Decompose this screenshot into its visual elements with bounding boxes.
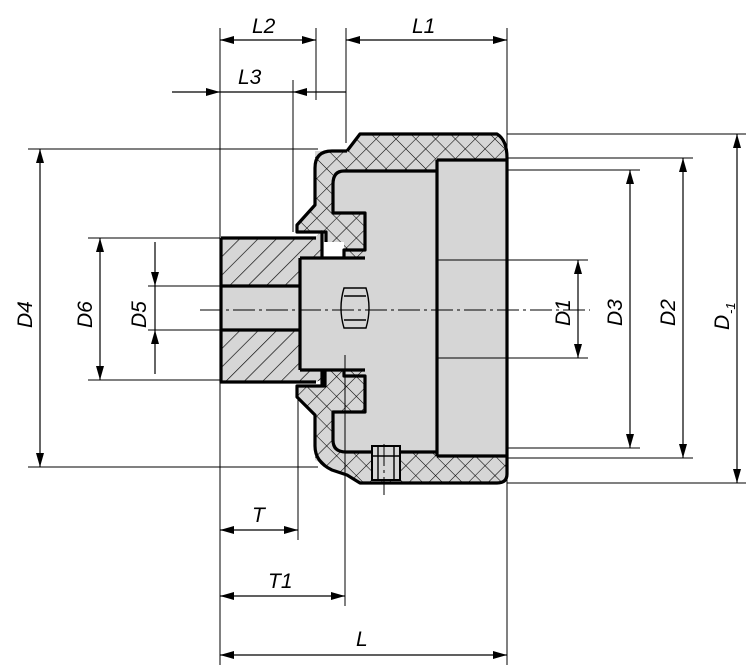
recess [437, 160, 507, 456]
label-d2: D2 [657, 299, 680, 326]
dimension-lines [36, 36, 741, 659]
label-t: T [252, 504, 267, 527]
label-t1: T1 [268, 570, 293, 593]
hub-outline [219, 236, 365, 384]
label-d-tolerance: -1 [723, 302, 738, 314]
label-d6: D6 [74, 301, 97, 328]
insert-inner [300, 258, 365, 370]
bore [221, 286, 300, 330]
extension-lines [28, 28, 746, 665]
knob-outline-top [295, 149, 347, 242]
part-section [219, 132, 509, 485]
label-l1: L1 [412, 15, 435, 38]
grub-screw [371, 445, 401, 481]
label-d1: D1 [552, 299, 575, 326]
insert-hub [221, 230, 322, 286]
label-l2: L2 [252, 15, 276, 38]
nut-symbol [340, 287, 370, 329]
label-l: L [356, 628, 368, 651]
label-d-tolerance-group: D -1 [711, 302, 738, 330]
insert-hub-lower [221, 330, 322, 382]
dimension-labels: L2 L1 L3 D4 D6 D5 D1 D3 D2 D -1 T T1 L [14, 15, 738, 651]
label-d4: D4 [14, 301, 37, 328]
label-d: D [711, 315, 734, 330]
cavity-outline [331, 158, 507, 458]
label-l3: L3 [238, 66, 262, 89]
knob-outline [295, 132, 509, 485]
label-d5: D5 [128, 301, 151, 328]
label-d3: D3 [604, 299, 627, 326]
